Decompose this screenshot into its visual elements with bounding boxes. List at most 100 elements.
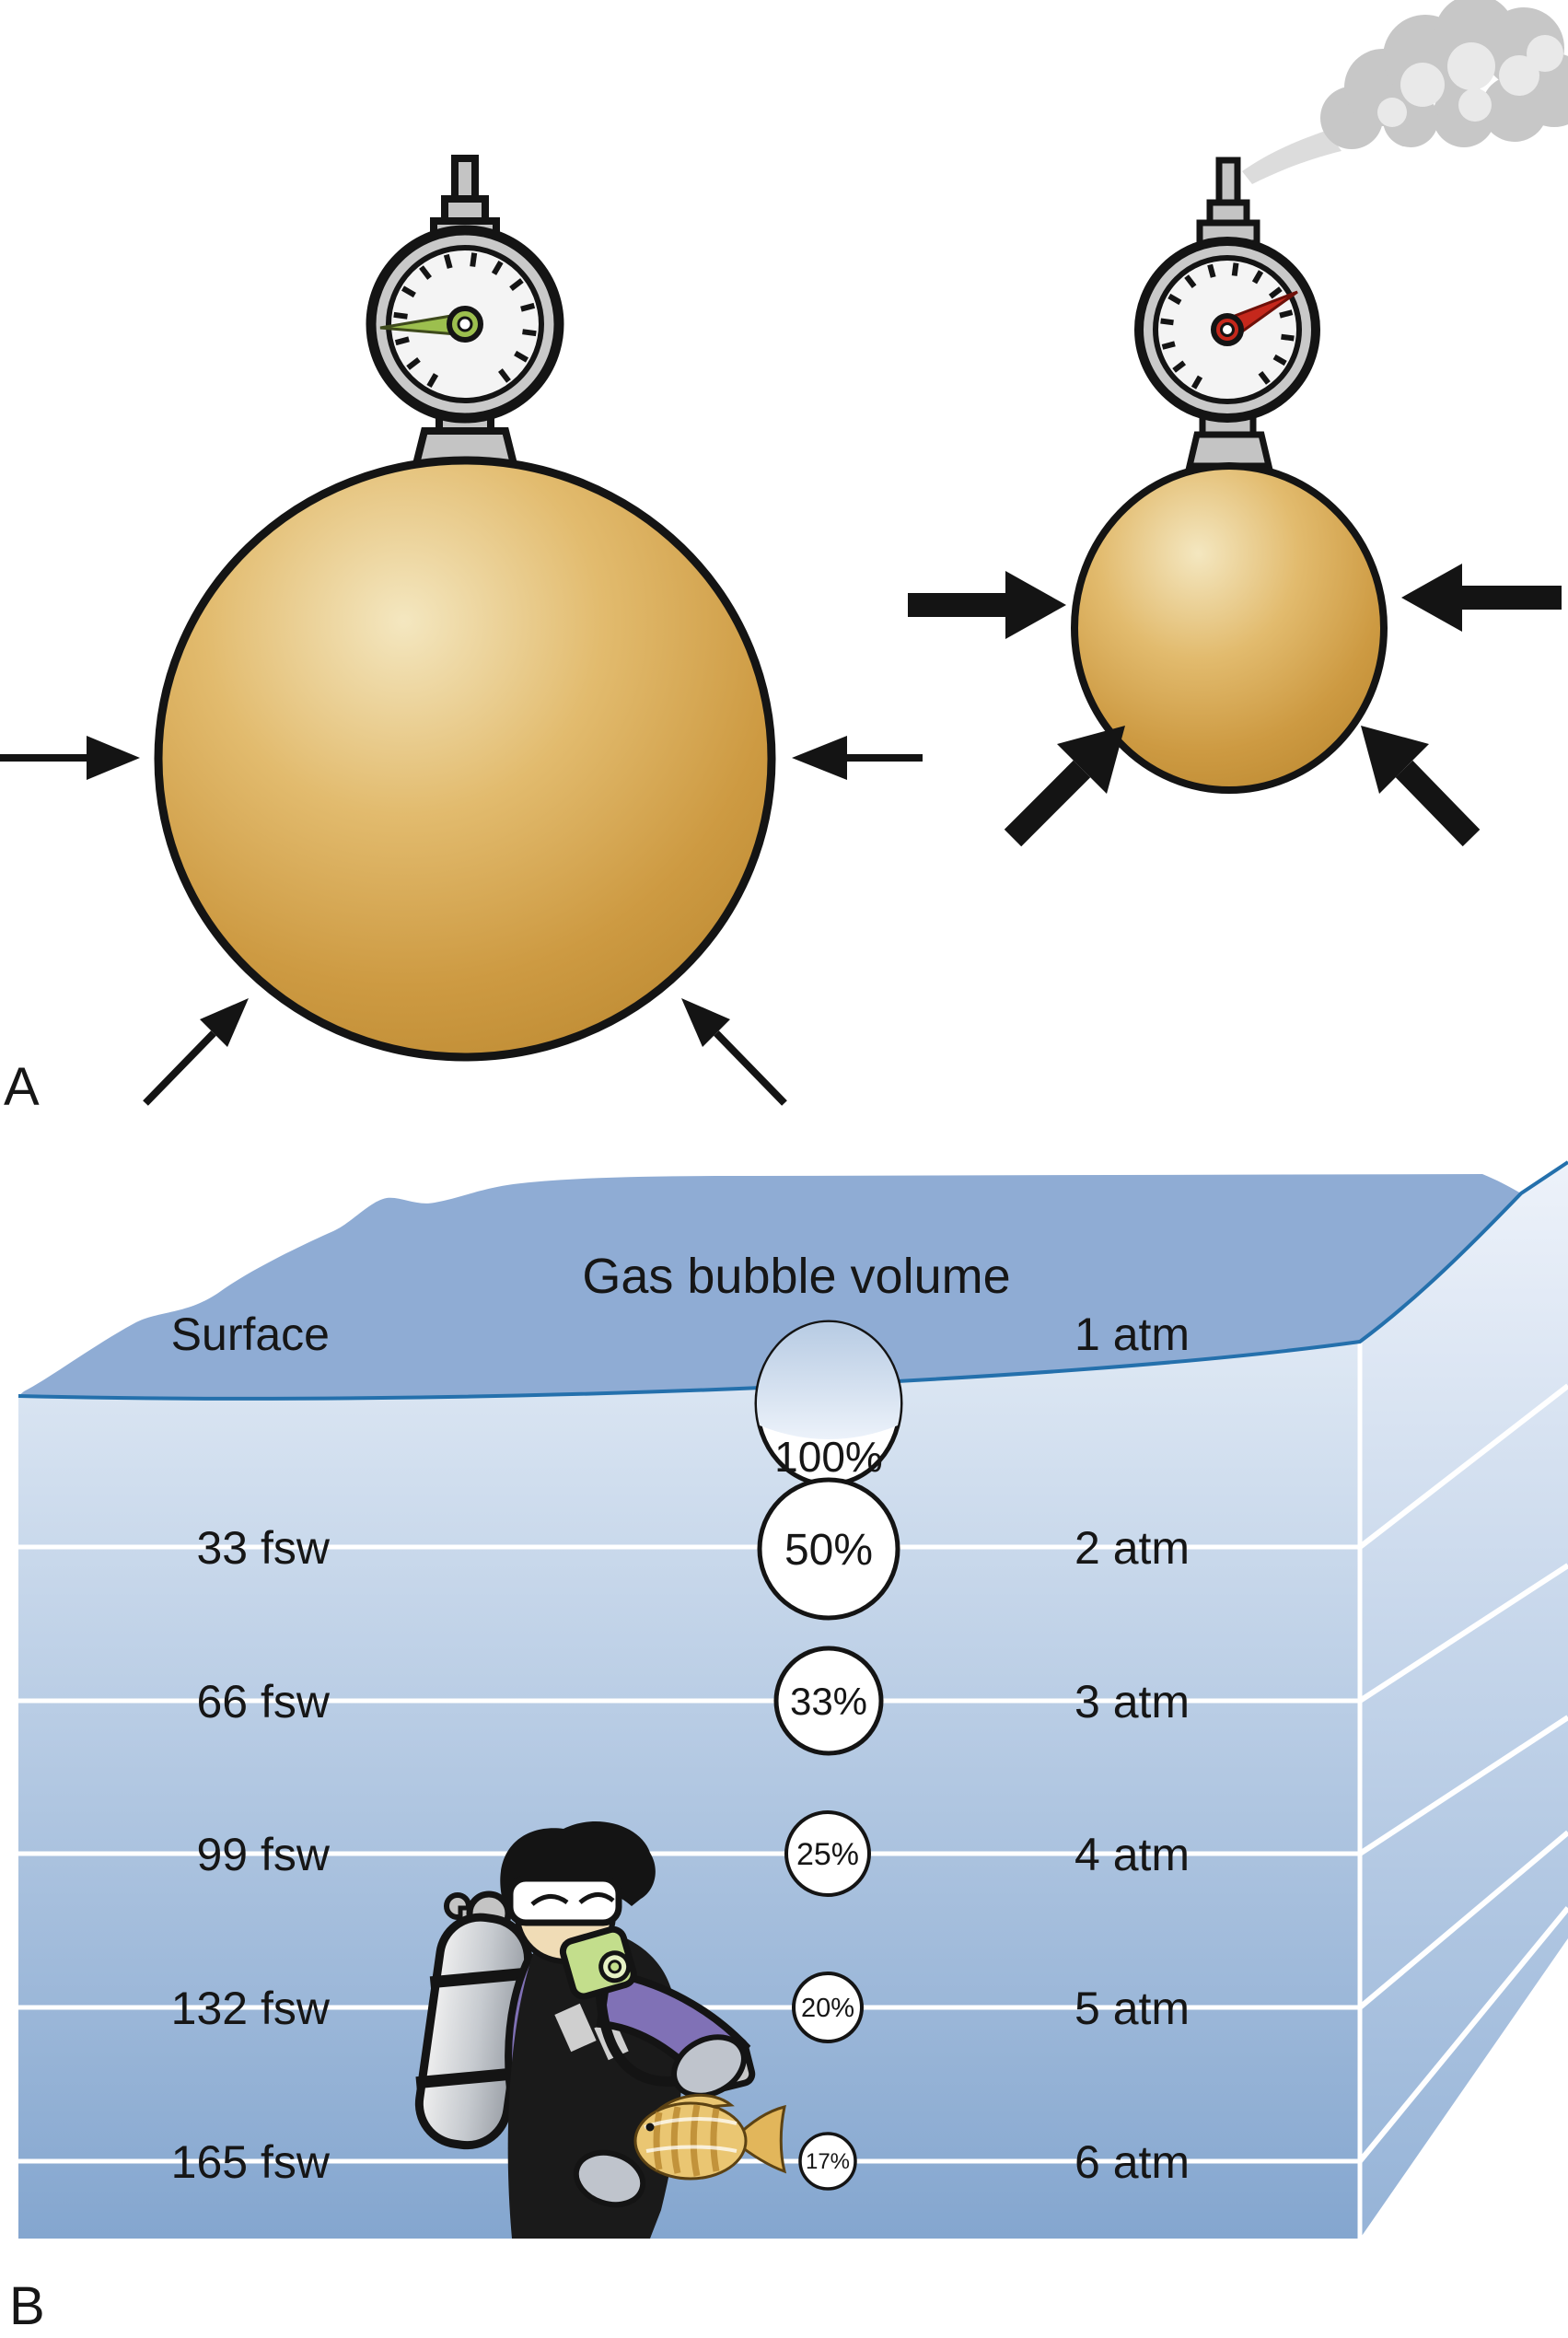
diver-glove xyxy=(573,2149,646,2208)
arrow-bottom-left-bold-icon xyxy=(1004,726,1125,847)
gas-bubble-50: 50% xyxy=(757,1477,900,1621)
regulator xyxy=(559,1925,637,2000)
depth-label-33fsw: 33 fsw xyxy=(196,1522,330,1574)
gauge-tick xyxy=(1172,360,1187,373)
gauge-tick xyxy=(1281,333,1295,342)
panel-b-label: B xyxy=(9,2276,45,2336)
depth-layer-lines xyxy=(18,1342,1363,2239)
pressure-arrows-thin xyxy=(0,736,923,1106)
gauge-tick xyxy=(1207,263,1216,278)
balloon-expanded xyxy=(154,427,776,1062)
fish-highlights xyxy=(644,2117,738,2153)
panel-a-label: A xyxy=(4,1057,40,1117)
gas-bubble-17: 17% xyxy=(798,2132,857,2191)
water-surface-backdrop xyxy=(18,1174,1521,1399)
bubble-volume-33: 33% xyxy=(790,1680,867,1723)
balloon-compressed xyxy=(1071,431,1388,794)
gauge-tick xyxy=(419,265,432,280)
bubble-volume-25: 25% xyxy=(796,1837,859,1872)
gauge-tick xyxy=(406,357,421,370)
water-surface-line xyxy=(17,1160,1568,1401)
gauge-tick xyxy=(509,278,524,291)
depth-label-165fsw: 165 fsw xyxy=(171,2136,331,2188)
depth-layer-lines-side xyxy=(1357,1383,1568,2163)
gauge-tick xyxy=(394,336,410,346)
bubble-volume-17: 17% xyxy=(806,2149,850,2174)
gauge-tick xyxy=(491,260,504,275)
depth-label-132fsw: 132 fsw xyxy=(171,1983,331,2034)
gauge-tick xyxy=(1160,318,1174,326)
gauge-hub-pin xyxy=(1220,322,1235,337)
bubble-volume-20: 20% xyxy=(801,1994,854,2023)
balloon-neck xyxy=(1185,431,1273,470)
gauge-tick-marks xyxy=(393,252,537,389)
arrow-left-icon xyxy=(0,736,140,780)
gauge-tick xyxy=(393,311,408,320)
gauge-tick xyxy=(520,302,536,312)
gas-bubbles: 100% 50% 33% 25% 20% 17% xyxy=(754,1320,903,2191)
gas-bubble-33: 33% xyxy=(773,1646,884,1756)
fish-eye xyxy=(645,2123,655,2132)
arrow-left-bold-icon xyxy=(908,571,1066,639)
bubble-volume-50: 50% xyxy=(784,1526,873,1575)
gauge-tick xyxy=(522,329,537,337)
arrow-bottom-left-icon xyxy=(143,998,249,1106)
pressure-label-2atm: 2 atm xyxy=(1074,1522,1190,1574)
arrow-right-bold-icon xyxy=(1401,564,1562,632)
fish-stripes xyxy=(653,2104,720,2177)
gas-bubble-25: 25% xyxy=(784,1810,871,1897)
gauge-tick xyxy=(514,350,529,363)
gauge-stem xyxy=(1215,157,1241,208)
pressure-gauge-high xyxy=(1134,157,1320,440)
fish-tail xyxy=(733,2104,787,2174)
gauge-tick xyxy=(1268,286,1283,299)
depth-labels: Surface 33 fsw 66 fsw 99 fsw 132 fsw 165… xyxy=(171,1309,331,2188)
panel-a-boyles-law-balloons: A xyxy=(0,0,1568,1117)
pressure-label-1atm: 1 atm xyxy=(1074,1309,1190,1360)
gauge-tick xyxy=(1231,262,1239,276)
gauge-tick xyxy=(426,373,439,389)
gas-bubble-20: 20% xyxy=(792,1972,864,2043)
pressure-arrows-thick xyxy=(908,564,1562,847)
arrow-bottom-right-icon xyxy=(681,998,787,1106)
gauge-tick xyxy=(443,253,453,269)
gauge-tick xyxy=(498,368,511,383)
panel-b-depth-pressure-diagram: Gas bubble volume Surface 33 fsw 66 fsw … xyxy=(9,1160,1568,2336)
bubble-volume-100: 100% xyxy=(774,1433,883,1481)
gauge-tick xyxy=(1279,309,1294,319)
water-block-side-face xyxy=(1360,1162,1568,2239)
arrow-bottom-right-bold-icon xyxy=(1361,726,1481,847)
pressure-label-4atm: 4 atm xyxy=(1074,1829,1190,1880)
gauge-tick xyxy=(470,252,478,267)
pressure-label-6atm: 6 atm xyxy=(1074,2136,1190,2188)
pressure-labels: 1 atm 2 atm 3 atm 4 atm 5 atm 6 atm xyxy=(1074,1309,1190,2188)
pressure-gauge-low xyxy=(366,155,564,438)
gauge-tick xyxy=(1272,354,1287,366)
water-block-front-face xyxy=(18,1342,1360,2239)
gauge-tick xyxy=(1184,274,1197,289)
balloon-body-large xyxy=(154,456,776,1062)
regulator-hose xyxy=(595,1988,691,2087)
gauge-tick xyxy=(1251,270,1264,285)
pressure-label-3atm: 3 atm xyxy=(1074,1676,1190,1727)
escaping-gas-smoke-icon xyxy=(1242,0,1568,184)
depth-label-66fsw: 66 fsw xyxy=(196,1676,330,1727)
diver-glove xyxy=(671,2034,747,2099)
pressure-label-5atm: 5 atm xyxy=(1074,1983,1190,2034)
gauge-tick-marks xyxy=(1160,262,1295,390)
gauge-tick xyxy=(1191,375,1203,390)
gas-bubble-100: 100% xyxy=(754,1320,903,1487)
arrow-right-icon xyxy=(792,736,923,780)
fish xyxy=(633,2093,787,2181)
gauge-tick xyxy=(1258,370,1271,385)
depth-label-surface: Surface xyxy=(171,1309,330,1360)
closed-eyes xyxy=(530,1892,615,1906)
gauge-tick xyxy=(1167,293,1182,306)
scuba-diver xyxy=(414,1821,756,2239)
gauge-hub-pin xyxy=(457,316,473,332)
balloon-body-small xyxy=(1071,462,1388,794)
gas-bubble-volume-title: Gas bubble volume xyxy=(582,1249,1010,1304)
gauge-tick xyxy=(1161,341,1176,350)
